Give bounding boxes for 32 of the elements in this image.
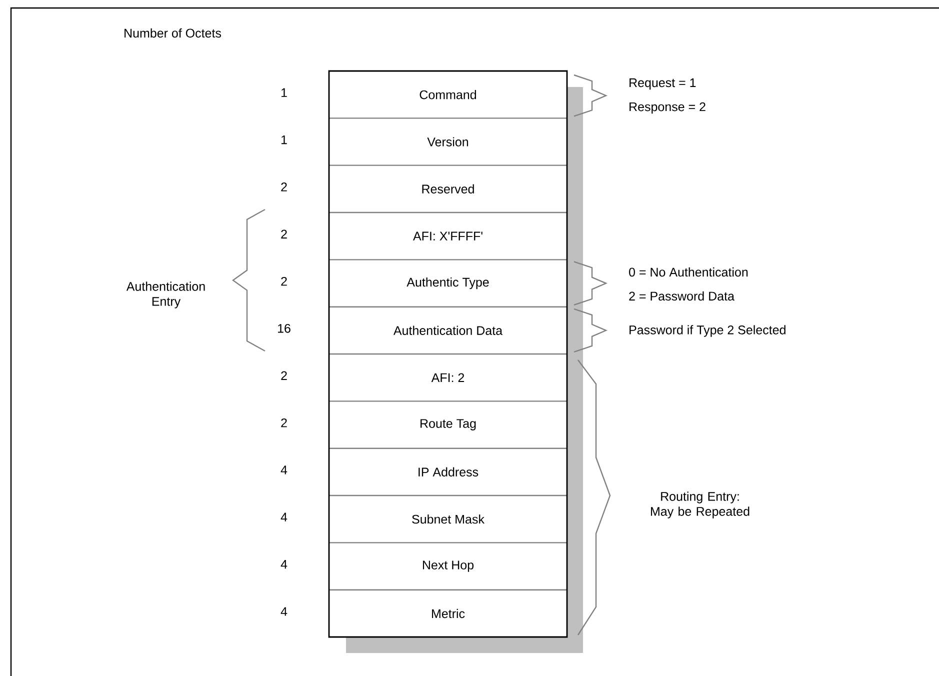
field-row: Reserved xyxy=(422,184,474,194)
octet-count: 16 xyxy=(278,324,290,333)
octet-count: 1 xyxy=(282,88,287,97)
octet-count: 2 xyxy=(281,418,287,428)
octet-count: 4 xyxy=(280,466,288,474)
field-row: Command xyxy=(420,90,476,100)
octet-count: 4 xyxy=(280,607,288,616)
octet-count: 2 xyxy=(281,182,287,192)
octet-count: 4 xyxy=(280,512,288,522)
field-row: Subnet Mask xyxy=(412,514,484,524)
octet-count: 1 xyxy=(282,136,287,144)
field-row: Authentication Data xyxy=(394,326,503,335)
annotation: Request = 1 xyxy=(630,78,696,90)
field-row: Next Hop xyxy=(422,560,474,572)
field-row: Authentic Type xyxy=(406,277,489,290)
field-row: AFI: 2 xyxy=(431,373,464,382)
field-row: AFI: X'FFFF' xyxy=(413,232,482,240)
annotation: Routing Entry: May be Repeated xyxy=(651,492,750,518)
annotation: 2 = Password Data xyxy=(629,291,734,301)
field-row: Version xyxy=(427,137,468,146)
field-row: IP Address xyxy=(418,467,478,476)
column-heading: Number of Octets xyxy=(124,28,222,38)
annotation: Password if Type 2 Selected xyxy=(630,325,786,337)
annotation: 0 = No Authentication xyxy=(629,267,748,277)
annotation: Authentication Entry xyxy=(126,282,205,308)
field-row: Route Tag xyxy=(420,419,476,430)
octet-count: 2 xyxy=(281,230,287,238)
octet-count: 2 xyxy=(281,276,287,286)
octet-count: 2 xyxy=(281,371,287,380)
field-row: Metric xyxy=(432,608,465,618)
annotation: Response = 2 xyxy=(630,102,706,114)
octet-count: 4 xyxy=(280,560,288,569)
